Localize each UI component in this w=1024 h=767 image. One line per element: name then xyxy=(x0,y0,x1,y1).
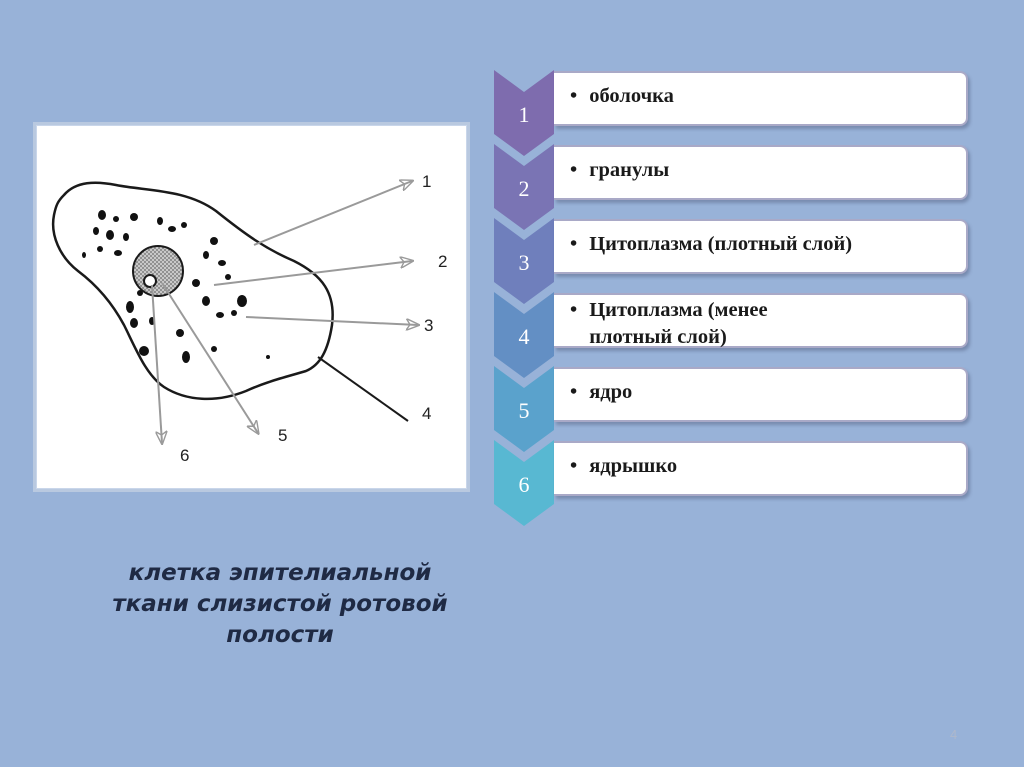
callout-2: 2 xyxy=(438,252,447,271)
item-label: ядро xyxy=(589,381,633,403)
cell-membrane xyxy=(51,181,334,401)
list-item-nucleus: • ядро xyxy=(554,367,968,422)
item-label: ядрышко xyxy=(589,455,678,477)
list-item-dense-cytoplasm: • Цитоплазма (плотный слой) xyxy=(554,219,968,274)
caption-line-1: клетка эпителиальной xyxy=(128,560,432,586)
callout-1: 1 xyxy=(422,172,431,191)
cell-diagram: 1 2 3 4 5 6 xyxy=(33,122,470,492)
chevron-marker-3: 3 xyxy=(494,218,554,304)
list-item-granules: • гранулы xyxy=(554,145,968,200)
item-label: Цитоплазма (плотный слой) xyxy=(589,233,853,255)
item-number: 3 xyxy=(518,250,530,275)
diagram-caption: клетка эпителиальной ткани слизистой рот… xyxy=(60,558,500,651)
nucleolus xyxy=(143,274,157,288)
cell-illustration: 1 2 3 4 5 6 xyxy=(51,172,447,465)
item-number: 4 xyxy=(518,324,530,349)
list-item-less-dense-cytoplasm: • Цитоплазма (менее плотный слой) xyxy=(554,293,968,348)
chevron-marker-5: 5 xyxy=(494,366,554,452)
bullet-icon: • xyxy=(570,455,578,477)
bullet-icon: • xyxy=(570,159,578,181)
callout-6: 6 xyxy=(180,446,189,465)
callout-5: 5 xyxy=(278,426,287,445)
list-item-membrane: • оболочка xyxy=(554,71,968,126)
chevron-marker-4: 4 xyxy=(494,292,554,378)
granules xyxy=(82,210,270,363)
bullet-icon: • xyxy=(570,299,578,321)
bullet-icon: • xyxy=(570,233,578,255)
caption-line-3: полости xyxy=(226,622,334,649)
bullet-icon: • xyxy=(570,85,578,107)
item-label: Цитоплазма (менее плотный слой) xyxy=(589,299,768,348)
list-item-nucleolus: • ядрышко xyxy=(554,441,968,496)
item-label: гранулы xyxy=(589,159,670,181)
chevron-marker-1: 1 xyxy=(494,70,554,156)
callout-4: 4 xyxy=(422,404,431,423)
page-number: 4 xyxy=(950,727,958,742)
item-number: 5 xyxy=(518,398,530,423)
item-label: оболочка xyxy=(589,85,674,107)
callout-3: 3 xyxy=(424,316,433,335)
item-number: 6 xyxy=(518,472,530,497)
bullet-icon: • xyxy=(570,381,578,403)
caption-line-2: ткани слизистой ротовой xyxy=(112,591,448,618)
chevron-marker-6: 6 xyxy=(494,440,554,526)
item-number: 2 xyxy=(518,176,530,201)
chevron-marker-2: 2 xyxy=(494,144,554,230)
item-number: 1 xyxy=(518,102,530,127)
